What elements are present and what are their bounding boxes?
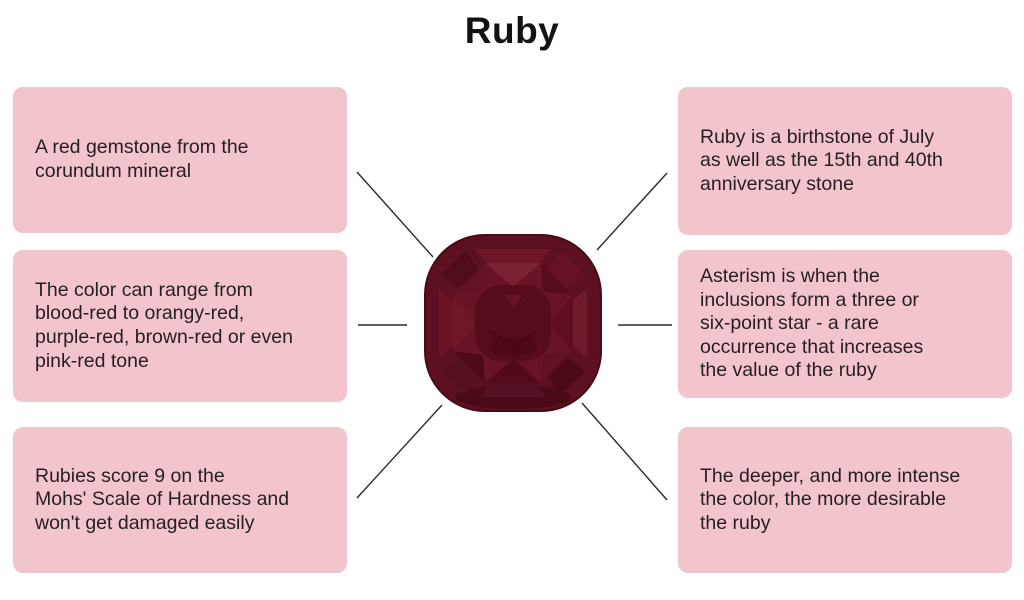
info-box-mineral-origin: A red gemstone from the corundum mineral xyxy=(13,87,347,233)
gem-facet xyxy=(547,251,585,289)
info-box-hardness: Rubies score 9 on the Mohs' Scale of Har… xyxy=(13,427,347,573)
page-title: Ruby xyxy=(464,10,560,51)
gem-table-shade xyxy=(489,338,537,356)
info-text: Rubies score 9 on the Mohs' Scale of Har… xyxy=(35,464,290,534)
gem-facet xyxy=(453,263,485,295)
connector-line-top-right xyxy=(596,172,668,251)
gem-facet xyxy=(485,263,541,287)
connector-line-bottom-right xyxy=(581,402,668,501)
info-text: The deeper, and more intense the color, … xyxy=(700,464,961,534)
info-text: Asterism is when the inclusions form a t… xyxy=(700,265,924,382)
gem-facet xyxy=(541,263,573,295)
connector-line-bottom-left xyxy=(356,404,443,499)
gem-table-highlight xyxy=(505,295,523,307)
connector-line-top-left xyxy=(356,171,434,258)
gem-facet xyxy=(453,295,477,351)
info-text: A red gemstone from the corundum mineral xyxy=(35,136,249,182)
gem-facet xyxy=(441,251,479,289)
info-text: The color can range from blood-red to or… xyxy=(35,278,293,372)
gem-facet xyxy=(453,351,485,383)
gem-facet xyxy=(549,295,573,351)
gem-facet xyxy=(441,357,479,395)
gem-facet xyxy=(541,351,573,383)
info-box-color-value: The deeper, and more intense the color, … xyxy=(678,427,1012,573)
info-box-asterism: Asterism is when the inclusions form a t… xyxy=(678,250,1012,398)
gem-facet xyxy=(485,359,541,383)
info-text: Ruby is a birthstone of July as well as … xyxy=(700,125,943,195)
gem-facet xyxy=(547,357,585,395)
info-box-birthstone: Ruby is a birthstone of July as well as … xyxy=(678,87,1012,235)
info-box-color-range: The color can range from blood-red to or… xyxy=(13,250,347,402)
ruby-gem-illustration xyxy=(424,234,602,412)
